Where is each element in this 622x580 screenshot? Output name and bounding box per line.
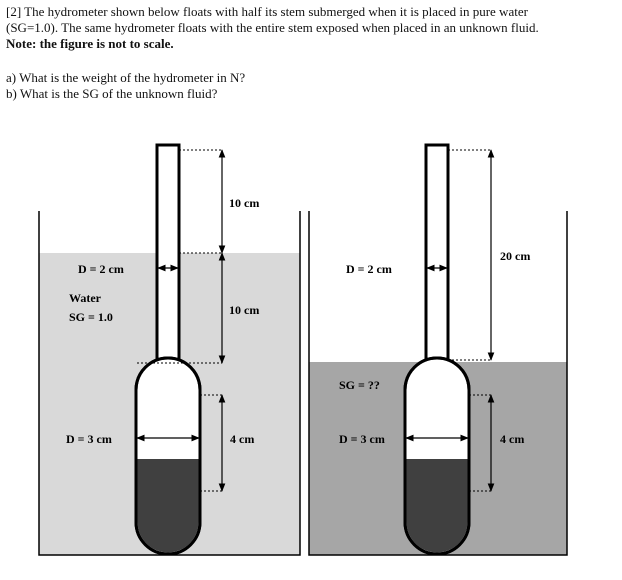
left-bulb-diameter-label: D = 3 cm [66,432,112,446]
left-ballast [137,459,199,553]
problem-statement-line-2: (SG=1.0). The same hydrometer floats wit… [6,20,539,35]
left-stem-below-label: 10 cm [229,303,259,317]
right-stem-diameter-label: D = 2 cm [346,262,392,276]
right-bulb-diameter-label: D = 3 cm [339,432,385,446]
left-setup: 10 cm D = 2 cm Water SG = 1.0 10 cm D = … [38,143,301,556]
right-bulb-outline [403,356,471,556]
left-fluid-sg: SG = 1.0 [69,310,113,324]
left-stem-diameter-label: D = 2 cm [78,262,124,276]
left-stem [155,143,181,367]
question-a: a) What is the weight of the hydrometer … [6,70,246,85]
left-bulb-outline [134,356,202,556]
question-b: b) What is the SG of the unknown fluid? [6,86,218,101]
left-bulb-length-label: 4 cm [230,432,254,446]
right-setup: 20 cm D = 2 cm SG = ?? D = 3 cm 4 cm [308,143,568,556]
right-stem-label: 20 cm [500,249,530,263]
left-fluid-name: Water [69,291,102,305]
right-ballast [406,459,468,553]
left-stem-above-label: 10 cm [229,196,259,210]
note-text: Note: the figure is not to scale. [6,36,174,51]
right-fluid-sg: SG = ?? [339,378,380,392]
right-stem [424,143,450,367]
right-bulb-length-label: 4 cm [500,432,524,446]
problem-statement-line-1: [2] The hydrometer shown below floats wi… [6,4,528,19]
